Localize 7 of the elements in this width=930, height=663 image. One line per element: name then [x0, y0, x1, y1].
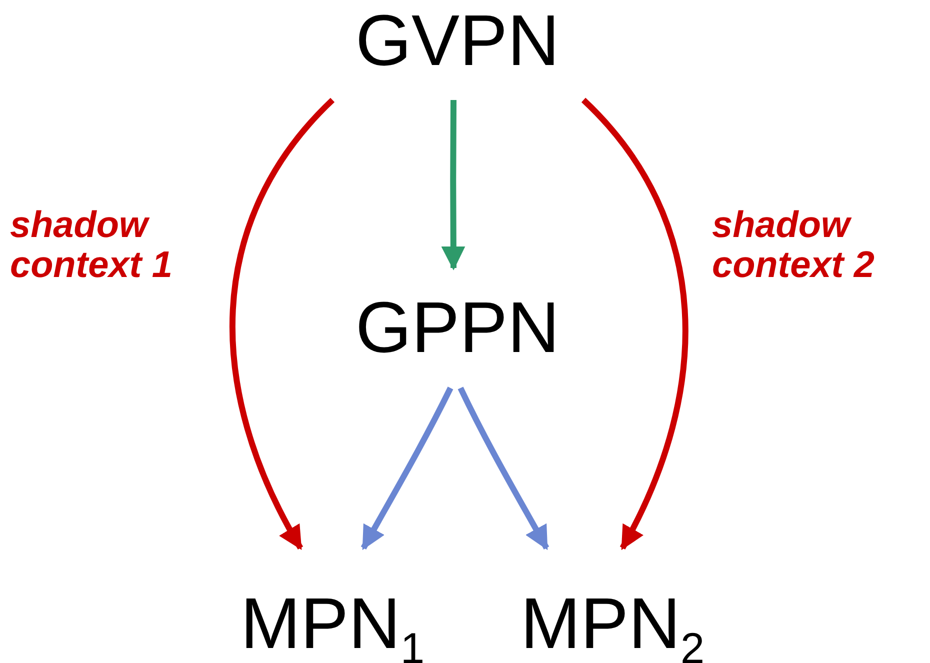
arrow — [458, 386, 550, 550]
arrow — [360, 386, 454, 550]
arrow — [581, 98, 688, 550]
node-label: GVPN — [355, 5, 560, 77]
node-label: GPPN — [355, 292, 560, 364]
arrow — [230, 98, 335, 550]
arrow — [441, 100, 466, 270]
